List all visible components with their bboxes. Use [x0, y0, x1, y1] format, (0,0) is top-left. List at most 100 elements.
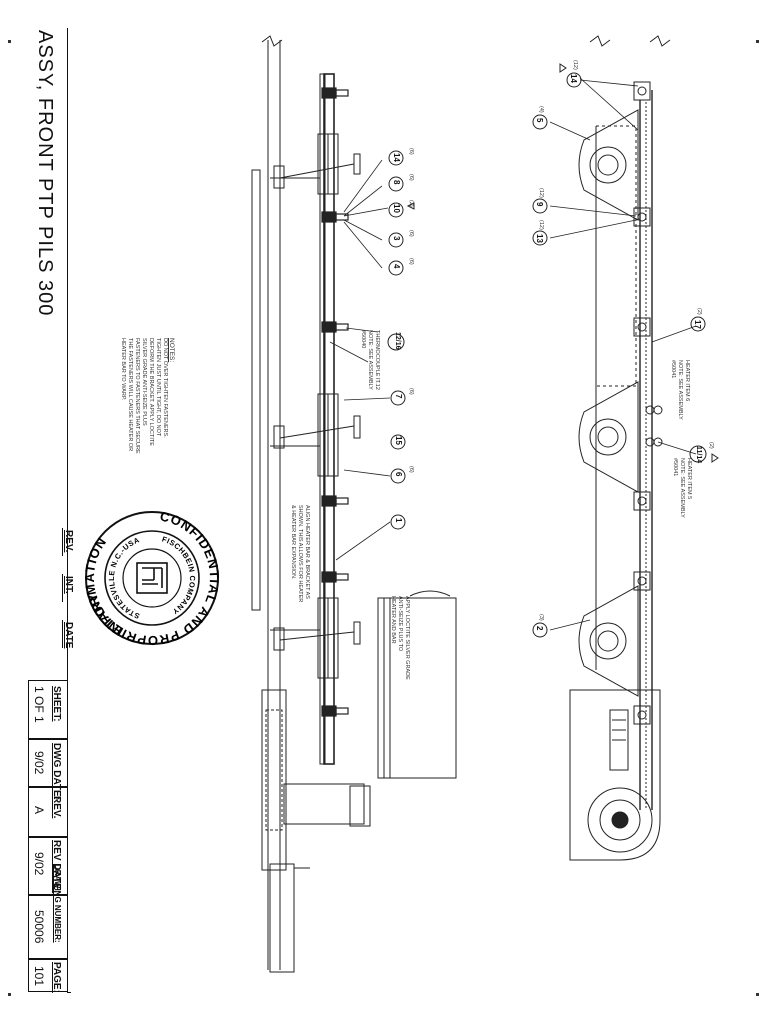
triangle-marker-icon: [559, 63, 719, 463]
sheet-label: SHEET:: [51, 686, 62, 722]
seal-core-ring: [122, 548, 182, 608]
notes-line: HEATER BAR TO WARP.: [120, 338, 126, 401]
base-plate: [269, 863, 295, 973]
dwg-date-value: 9/02: [32, 751, 46, 775]
seal-inner-ring: [104, 530, 200, 626]
dwg-date-label: DWG DATE:: [51, 743, 62, 801]
right-assembly-view: [532, 35, 719, 861]
left-assembly-view: [251, 35, 457, 973]
mount-nut-group: [633, 81, 663, 725]
bracket-plate: [377, 597, 457, 779]
rev-underline: [62, 528, 63, 556]
notes-line: THE FASTENERS WILL CAUSE HEATER OR: [127, 338, 133, 452]
item-balloon-group: [387, 150, 406, 530]
heater-body: [251, 169, 261, 611]
balloon-label: 14: [392, 153, 401, 162]
leader-lines: [549, 77, 697, 631]
balloon-qty: (12): [572, 60, 578, 70]
notes-line: DEFORM THE BRACKET. APPLY LOCTITE: [148, 338, 154, 446]
balloon-label: 8: [392, 180, 401, 185]
balloon-qty: (2): [696, 308, 702, 315]
break-line: [649, 35, 671, 47]
leader-curve: [409, 590, 451, 597]
balloon-qty: (6): [408, 230, 414, 237]
balloon-label: 4: [392, 264, 401, 269]
balloon-label: 9: [535, 202, 544, 207]
company-seal: CONFIDENTIAL AND PROPRIETARY FISCHBEIN C…: [82, 508, 222, 648]
int-label: INT.: [63, 576, 74, 594]
triangle-marker-icon: [406, 202, 415, 210]
corner-mark: [756, 993, 759, 996]
balloon-qty: (12): [538, 220, 544, 230]
corner-mark: [8, 993, 11, 996]
tb-row-divider: [28, 894, 68, 896]
tb-row-divider: [28, 738, 68, 740]
rev-date-value: 9/02: [32, 852, 46, 876]
balloon-qty: (2): [708, 442, 714, 449]
end-roller: [569, 689, 661, 861]
balloon-qty: (6): [408, 148, 414, 155]
fastener-group: [321, 87, 349, 717]
break-line: [589, 35, 611, 47]
rev-label-tb: REV.: [51, 796, 62, 819]
balloon-qty: (3): [538, 614, 544, 621]
balloon-label: 2: [535, 626, 544, 631]
heater-plate: [319, 73, 326, 765]
tb-row-divider: [28, 958, 68, 960]
balloon-qty: (2): [408, 200, 414, 207]
notes-line: SILVER GRADE ANTI-SEIZE PLUS: [141, 338, 147, 426]
balloon-label: 17: [693, 320, 702, 329]
heater-bar: [323, 73, 335, 765]
balloon-label: 5: [535, 118, 544, 123]
corner-mark: [756, 40, 759, 43]
balloon-qty: (6): [408, 466, 414, 473]
notes-heading: NOTES:: [168, 338, 175, 363]
seal-bottom-inner-text: STATESVILLE N.C.-USA: [107, 535, 141, 620]
balloon-label: 13: [535, 234, 544, 243]
page-label: PAGE:: [51, 962, 62, 993]
date-underline: [62, 620, 63, 648]
int-underline: [62, 574, 63, 602]
corner-mark: [8, 40, 11, 43]
drive-gear: [265, 709, 283, 831]
balloon-label: 1: [394, 518, 403, 523]
bearing-plate-group: [578, 109, 639, 697]
drawing-title: ASSY, FRONT PTP PILS 300: [34, 30, 56, 317]
tb-row-divider: [28, 786, 68, 788]
fischbein-logo-icon: [136, 562, 168, 594]
item-balloon-group: [532, 72, 707, 638]
notes-line: TIGHTEN JUST UNTIL TIGHT, DO NOT: [155, 338, 161, 437]
balloon-qty: (4): [538, 106, 544, 113]
sheet-value: 1 OF 1: [32, 686, 46, 723]
drawing-number-value: 50006: [32, 910, 46, 944]
date-label: DATE: [63, 622, 74, 649]
balloon-qty: (12): [538, 188, 544, 198]
tb-row-divider: [28, 836, 68, 838]
balloon-label: 14: [569, 74, 578, 83]
balloon-label: 12/16: [394, 332, 401, 350]
leader-lines: [329, 159, 391, 561]
guide-outline: [595, 125, 637, 387]
balloon-qty: (6): [408, 258, 414, 265]
balloon-qty: (6): [408, 388, 414, 395]
balloon-label: 15: [394, 436, 403, 445]
break-line: [261, 35, 283, 47]
balloon-label: 3: [392, 236, 401, 241]
mount-clamp: [349, 785, 371, 827]
page-value: 101: [32, 966, 46, 987]
seal-outer-ring: [85, 511, 219, 645]
balloon-label: 7: [394, 394, 403, 399]
sheet-border: [67, 992, 71, 993]
balloon-qty: (6): [408, 174, 414, 181]
drive-housing: [261, 689, 287, 871]
drawing-number-label: DRAWING NUMBER:: [53, 864, 62, 943]
balloon-label: 6: [394, 472, 403, 477]
notes-block: NOTES: DO NOT OVER TIGHTEN FASTENERS. TI…: [119, 338, 175, 454]
rev-value: A: [32, 806, 46, 815]
mount-block: [283, 783, 365, 825]
balloon-label: 11/14: [695, 446, 702, 464]
spacer-group: [273, 133, 361, 679]
rev-label: REV.: [63, 530, 74, 553]
title-strip-border: [67, 28, 68, 993]
notes-line: DO NOT OVER TIGHTEN FASTENERS.: [162, 338, 168, 438]
